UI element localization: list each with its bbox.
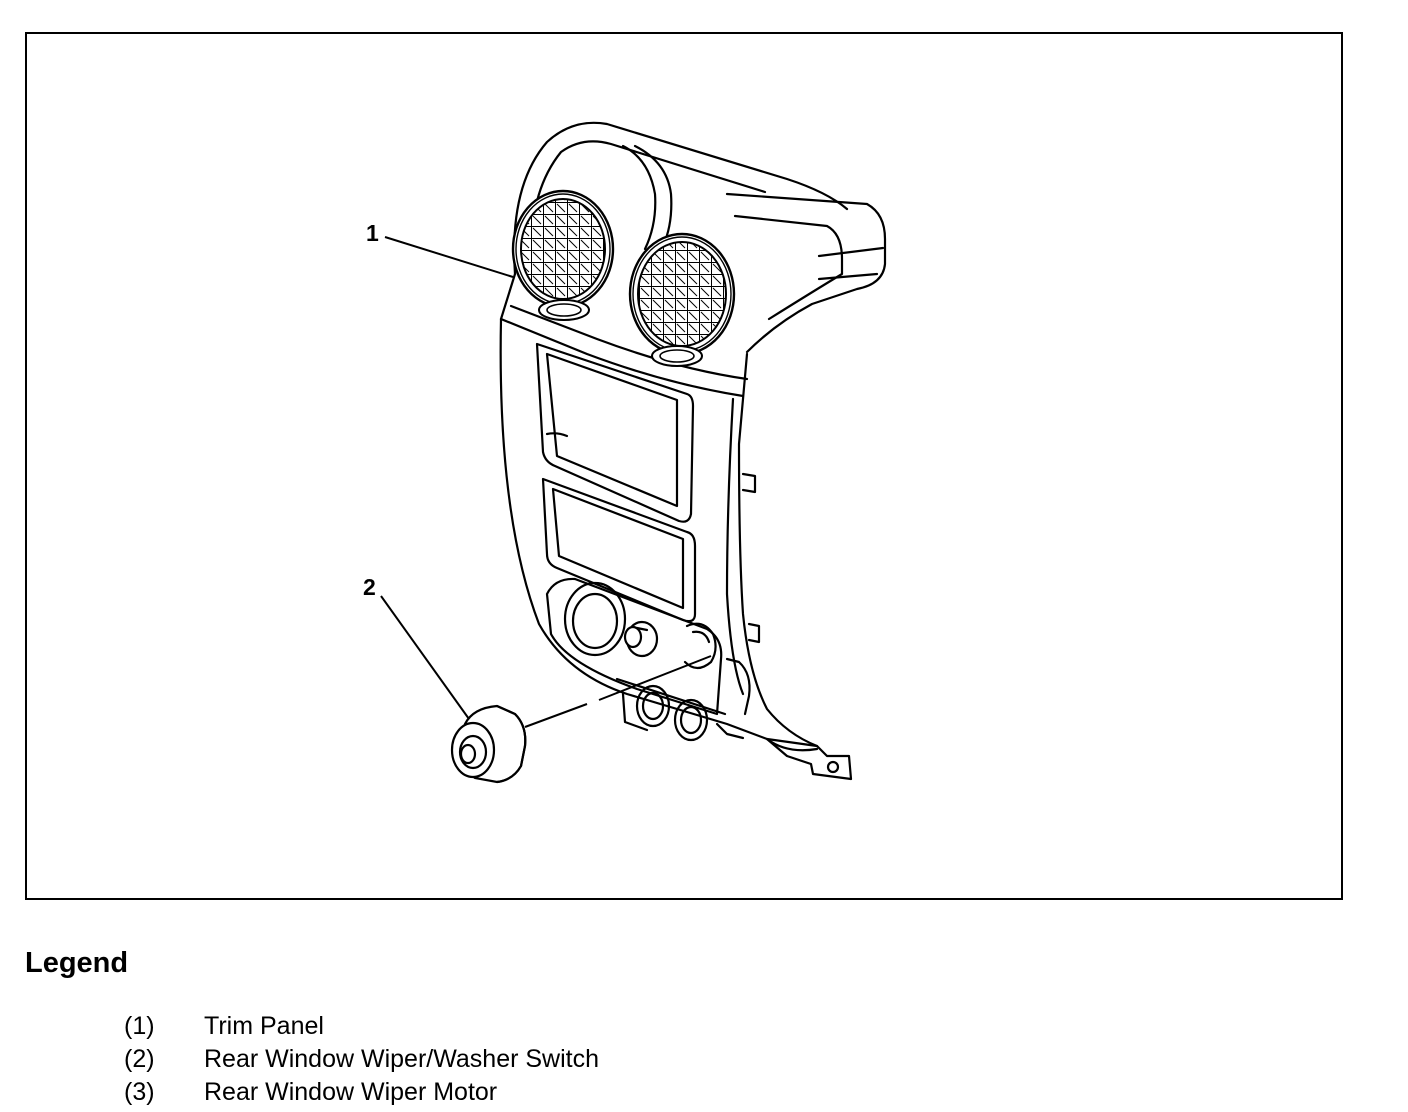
lower-pocket: [541, 477, 697, 623]
vent-hood: [513, 121, 849, 276]
callout-1: 1: [366, 220, 379, 246]
lower-button-left: [635, 684, 671, 728]
switch-opening: [683, 622, 717, 670]
legend-title: Legend: [25, 947, 129, 979]
panel-outline: [499, 272, 819, 752]
install-guide-line: [524, 655, 712, 728]
housing-right-wing: [725, 192, 887, 354]
vent-bezel-band: [499, 317, 745, 398]
leader-line-2: [380, 595, 470, 720]
callout-2: 2: [363, 574, 376, 600]
legend-item-label: Trim Panel: [204, 1012, 324, 1040]
mount-bracket: [765, 737, 853, 781]
legend-item-number: (2): [124, 1045, 155, 1073]
upper-pocket: [535, 342, 695, 523]
vent-right: [628, 232, 736, 367]
switch-bezel: [545, 577, 723, 716]
legend-item-number: (1): [124, 1012, 155, 1040]
legend-item-number: (3): [124, 1078, 155, 1106]
trim-panel-illustration: 1 2: [363, 121, 887, 784]
housing-wing-inner: [733, 214, 844, 321]
diagram-frame: 1 2: [25, 32, 1343, 900]
legend-item: (2) Rear Window Wiper/Washer Switch: [124, 1043, 599, 1076]
vent-left: [511, 189, 615, 321]
round-opening-left: [563, 581, 627, 657]
wiper-washer-switch: [450, 704, 527, 784]
legend-item-label: Rear Window Wiper Motor: [204, 1078, 498, 1106]
legend-item: (1) Trim Panel: [124, 1010, 599, 1043]
legend-list: (1) Trim Panel (2) Rear Window Wiper/Washe…: [124, 1010, 599, 1109]
legend-item: (3) Rear Window Wiper Motor: [124, 1076, 599, 1109]
leader-line-1: [384, 236, 514, 278]
lower-button-right: [673, 698, 709, 742]
legend-item-label: Rear Window Wiper/Washer Switch: [204, 1045, 600, 1073]
